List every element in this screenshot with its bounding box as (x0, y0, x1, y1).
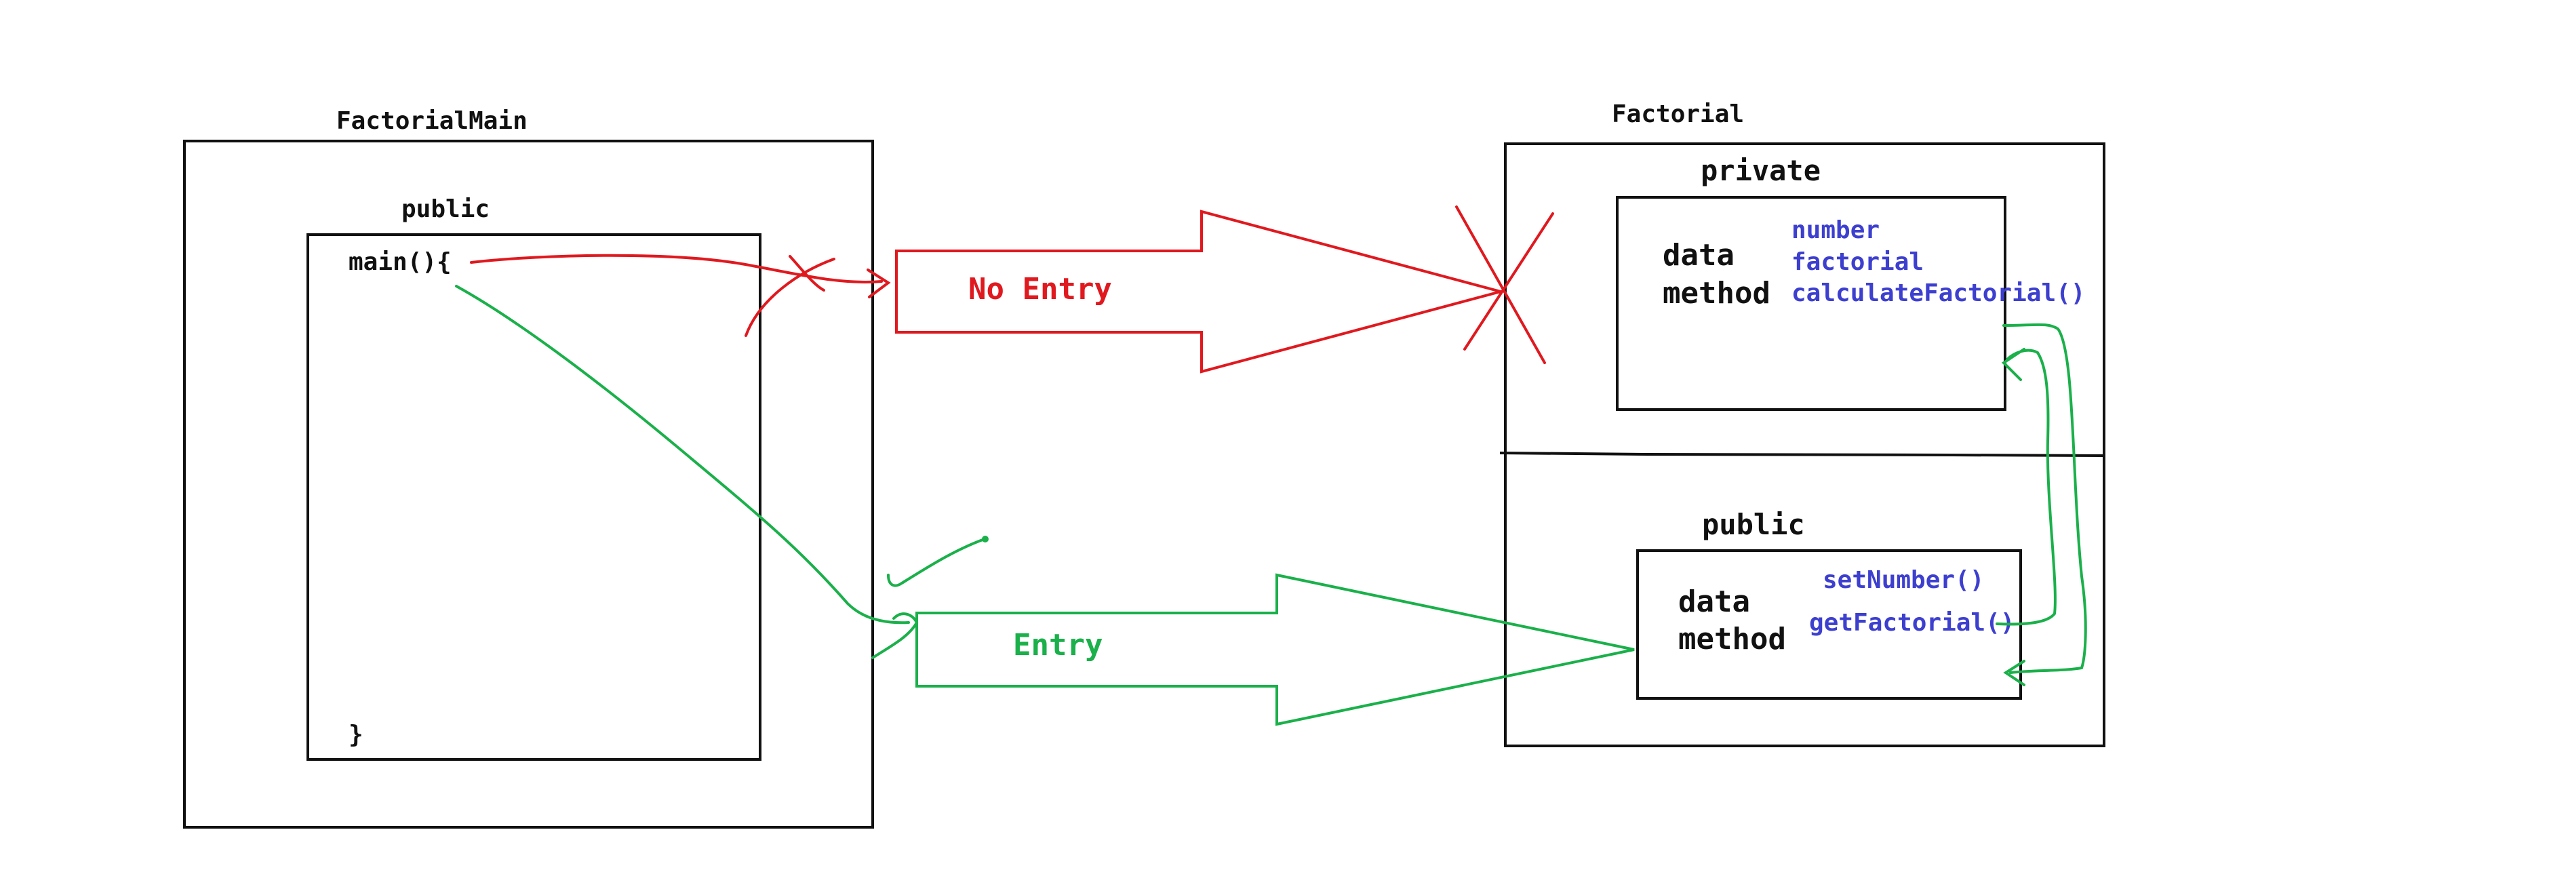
main-method-close: } (349, 721, 363, 749)
section-divider (1499, 452, 2105, 457)
member-get-factorial: getFactorial() (1809, 609, 2015, 637)
entry-block-arrow (915, 573, 1635, 726)
no-entry-label: No Entry (968, 272, 1112, 306)
public-section-label: public (1702, 508, 1805, 541)
public-to-private-callback-curve (2002, 323, 2087, 674)
factorial-main-public-label: public (401, 195, 490, 223)
factorial-main-public-box (306, 233, 761, 761)
no-entry-block-arrow (895, 210, 1506, 374)
callback-lower-arrowhead (2003, 660, 2025, 686)
no-entry-cross-stroke-2 (745, 258, 835, 337)
factorial-class: Factorial private data method number fac… (1499, 100, 2105, 747)
member-set-number: setNumber() (1823, 566, 1984, 594)
factorial-main-class: FactorialMain public main(){ } (183, 107, 874, 829)
no-entry-curve (470, 254, 883, 283)
main-method-open: main(){ (349, 248, 452, 276)
entry-path (455, 285, 2087, 726)
entry-label: Entry (1013, 628, 1103, 662)
call-upper-arrowhead (2001, 348, 2025, 381)
private-members-box (1616, 196, 2006, 411)
no-entry-x-mark-1 (1455, 205, 1546, 364)
entry-check-mark (887, 538, 986, 587)
private-section-label: private (1701, 154, 1821, 187)
member-calculate-factorial: calculateFactorial() (1791, 279, 2085, 307)
no-entry-cross-stroke-1 (789, 255, 825, 292)
entry-curve (455, 285, 910, 625)
private-data-label: data (1663, 238, 1735, 273)
factorial-title: Factorial (1612, 100, 1744, 128)
no-entry-path (470, 205, 1554, 374)
no-entry-curve-arrowhead (867, 269, 891, 298)
public-method-label: method (1678, 622, 1786, 656)
factorial-main-outer-box (183, 140, 874, 829)
public-data-label: data (1678, 585, 1750, 619)
private-method-label: method (1663, 276, 1770, 311)
member-number: number (1791, 216, 1880, 244)
factorial-main-title: FactorialMain (336, 107, 528, 135)
public-method-call-curve (1996, 349, 2057, 626)
entry-check-dot (982, 536, 989, 542)
member-factorial: factorial (1791, 248, 1924, 276)
no-entry-x-mark-2 (1463, 212, 1554, 351)
factorial-outer-box (1504, 142, 2105, 747)
